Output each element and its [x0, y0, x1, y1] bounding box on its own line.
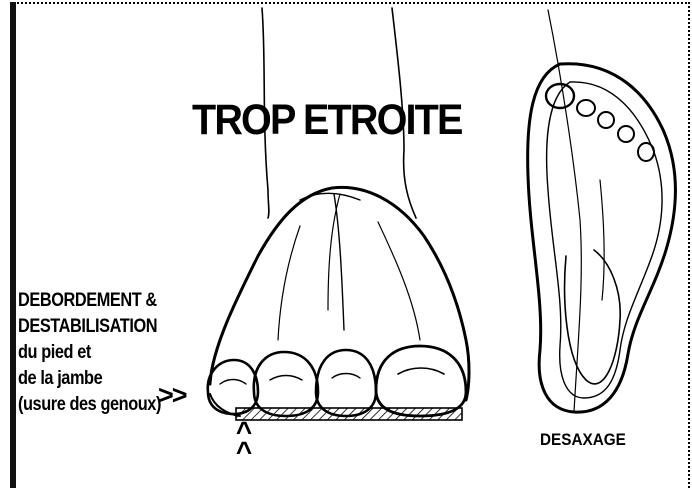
toenail-3 — [332, 374, 360, 379]
sole-foot-drawing — [528, 10, 676, 412]
sole-toe-3 — [598, 112, 614, 128]
foot-line-left — [278, 226, 300, 340]
overhang-note-line: DEBORDEMENT & — [18, 288, 161, 314]
overhang-arrow: >> — [158, 380, 186, 411]
front-foot-drawing — [208, 8, 469, 416]
sole-arch-line — [600, 180, 604, 300]
overhang-note-line: (usure des genoux) — [18, 392, 161, 418]
toe-3 — [316, 350, 376, 416]
big-toe — [376, 346, 466, 416]
little-toe — [208, 360, 258, 414]
toenail-4 — [398, 368, 444, 374]
sole-axis-line — [548, 10, 581, 412]
sole-edge-arrow: ^ ^ — [234, 422, 254, 462]
diagram-title: TROP ETROITE — [192, 96, 462, 145]
sole-heel-loop — [565, 250, 621, 384]
sole-big-toe — [546, 84, 574, 108]
overhang-note-line: du pied et — [18, 340, 161, 366]
sole-toe-5 — [638, 143, 654, 161]
toenail-2 — [270, 376, 302, 381]
misalignment-label: DESAXAGE — [540, 430, 626, 450]
narrow-sole — [236, 408, 462, 420]
overhang-note-line: DESTABILISATION — [18, 314, 161, 340]
toe-4 — [254, 352, 318, 416]
sole-toe-4 — [618, 126, 634, 142]
toenail-1 — [220, 380, 246, 385]
overhang-note-line: de la jambe — [18, 366, 161, 392]
foot-line-right — [378, 222, 420, 340]
sole-toe-2 — [577, 100, 595, 116]
foot-tendon-2 — [328, 194, 340, 310]
